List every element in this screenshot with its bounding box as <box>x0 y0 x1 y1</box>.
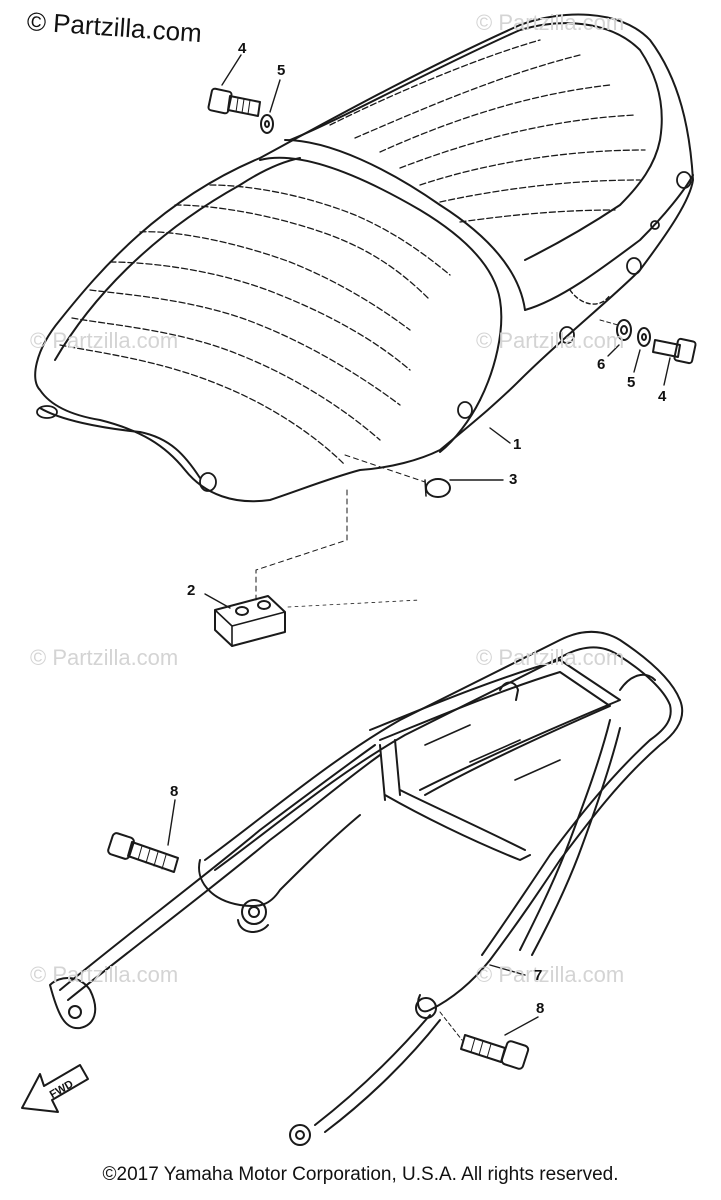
watermark: © Partzilla.com <box>30 962 179 987</box>
watermark: © Partzilla.com <box>476 328 625 353</box>
callout-2: 2 <box>187 582 196 599</box>
bracket-part-2 <box>204 593 421 647</box>
watermark: © Partzilla.com <box>476 10 625 35</box>
callout-6: 6 <box>597 356 606 373</box>
seat-assembly <box>34 13 694 503</box>
callout-7: 7 <box>534 967 543 984</box>
washer-top <box>260 79 281 134</box>
rear-carrier <box>49 630 684 1146</box>
watermark: © Partzilla.com <box>476 962 625 987</box>
fasteners-right <box>599 319 697 386</box>
fwd-arrow-icon <box>21 1064 89 1113</box>
callout-4-right: 4 <box>658 388 667 405</box>
callout-3: 3 <box>509 471 518 488</box>
bolt-8-left <box>107 799 179 873</box>
callout-5-top: 5 <box>277 62 286 79</box>
watermark: © Partzilla.com <box>30 328 179 353</box>
watermark: © Partzilla.com <box>476 645 625 670</box>
callout-8-right: 8 <box>536 1000 545 1017</box>
callout-1: 1 <box>513 436 522 453</box>
bolt-8-right <box>439 1011 539 1070</box>
callout-8-left: 8 <box>170 783 179 800</box>
watermark: © Partzilla.com <box>30 645 179 670</box>
callout-4-top: 4 <box>238 40 247 57</box>
copyright-notice: ©2017 Yamaha Motor Corporation, U.S.A. A… <box>102 1164 619 1185</box>
cap-part-3 <box>344 454 504 498</box>
bolt-top <box>207 54 261 117</box>
callout-5-right: 5 <box>627 374 636 391</box>
